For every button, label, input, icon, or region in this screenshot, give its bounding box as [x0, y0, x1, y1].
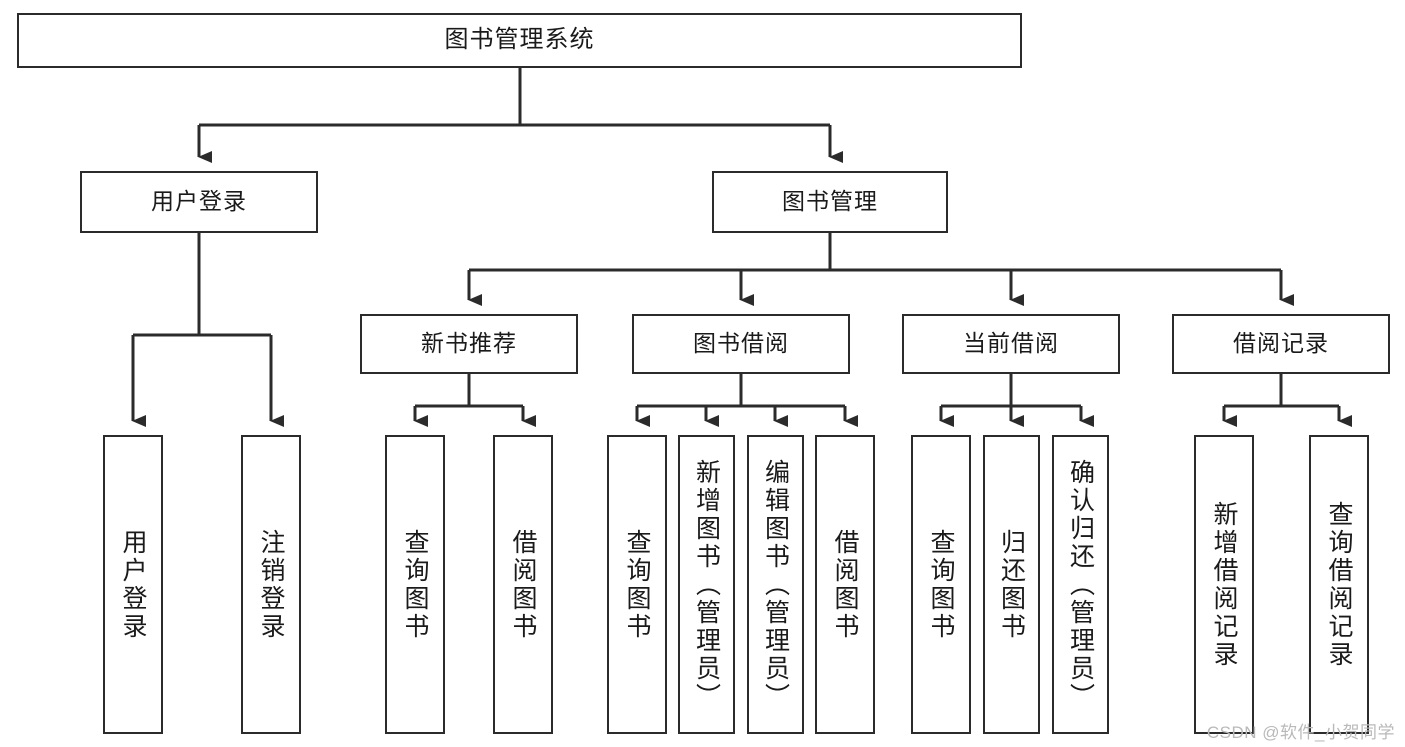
node-book-borrow[interactable]: 图书借阅: [632, 314, 850, 374]
leaf-label: 归还图书: [997, 528, 1026, 641]
leaf-label: 确认归还（管理员）: [1066, 458, 1095, 711]
leaf-label: 借阅图书: [509, 528, 537, 641]
leaf-record-add-record[interactable]: 新增借阅记录: [1194, 435, 1254, 734]
csdn-watermark: CSDN @软件_小贺同学: [1206, 723, 1395, 742]
leaf-borrow-query-book[interactable]: 查询图书: [607, 435, 667, 734]
leaf-label: 借阅图书: [831, 528, 859, 641]
leaf-label: 查询图书: [401, 528, 429, 641]
node-book-management[interactable]: 图书管理: [712, 171, 948, 233]
leaf-borrow-borrow-book[interactable]: 借阅图书: [815, 435, 875, 734]
node-label: 借阅记录: [1233, 330, 1329, 357]
node-label: 图书管理: [782, 188, 878, 215]
leaf-current-confirm-return-admin[interactable]: 确认归还（管理员）: [1052, 435, 1109, 734]
leaf-user-login-login[interactable]: 用户登录: [103, 435, 163, 734]
leaf-borrow-add-book-admin[interactable]: 新增图书（管理员）: [678, 435, 735, 734]
node-root-system[interactable]: 图书管理系统: [17, 13, 1022, 68]
leaf-recommend-borrow-book[interactable]: 借阅图书: [493, 435, 553, 734]
node-label: 新书推荐: [421, 330, 517, 357]
leaf-current-query-book[interactable]: 查询图书: [911, 435, 971, 734]
leaf-record-query-record[interactable]: 查询借阅记录: [1309, 435, 1369, 734]
leaf-label: 查询图书: [623, 528, 651, 641]
node-new-book-recommend[interactable]: 新书推荐: [360, 314, 578, 374]
node-label: 图书管理系统: [444, 26, 595, 54]
node-label: 图书借阅: [693, 330, 789, 357]
leaf-label: 查询图书: [927, 528, 955, 641]
leaf-recommend-query-book[interactable]: 查询图书: [385, 435, 445, 734]
leaf-label: 查询借阅记录: [1325, 500, 1353, 669]
leaf-label: 注销登录: [257, 528, 285, 641]
node-user-login[interactable]: 用户登录: [80, 171, 318, 233]
leaf-label: 用户登录: [119, 528, 147, 641]
leaf-user-login-logout[interactable]: 注销登录: [241, 435, 301, 734]
leaf-label: 新增借阅记录: [1210, 500, 1238, 669]
leaf-label: 编辑图书（管理员）: [761, 458, 790, 711]
leaf-current-return-book[interactable]: 归还图书: [983, 435, 1040, 734]
node-label: 当前借阅: [963, 330, 1059, 357]
leaf-borrow-edit-book-admin[interactable]: 编辑图书（管理员）: [747, 435, 804, 734]
node-current-borrow[interactable]: 当前借阅: [902, 314, 1120, 374]
node-borrow-record[interactable]: 借阅记录: [1172, 314, 1390, 374]
leaf-label: 新增图书（管理员）: [692, 458, 721, 711]
node-label: 用户登录: [151, 188, 247, 215]
